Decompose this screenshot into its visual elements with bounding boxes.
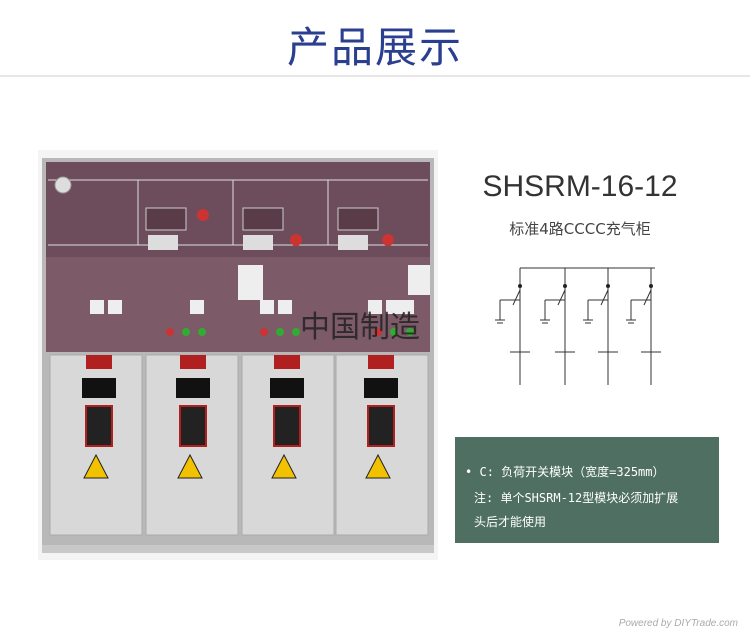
product-model: SHSRM-16-12 — [482, 170, 678, 203]
note-bullet: • — [465, 465, 473, 479]
note-line-1: • C: 负荷开关模块（宽度=325mm） — [465, 463, 665, 480]
note-text-1: C: 负荷开关模块（宽度=325mm） — [479, 465, 665, 479]
notes-box: • C: 负荷开关模块（宽度=325mm） 注: 单个SHSRM-12型模块必须… — [455, 437, 719, 543]
page-header: 产品展示 — [0, 0, 750, 77]
product-description: 标准4路CCCC充气柜 — [509, 220, 651, 238]
note-line-2: 注: 单个SHSRM-12型模块必须加扩展 — [474, 491, 679, 505]
page-title: 产品展示 — [286, 23, 463, 72]
footer-credit: Powered by DIYTrade.com — [618, 618, 738, 629]
single-line-diagram — [495, 267, 661, 385]
note-line-3: 头后才能使用 — [474, 515, 547, 529]
made-in-china-stamp: 中国制造 — [300, 310, 420, 345]
switchgear-cabinet-image — [38, 150, 438, 560]
